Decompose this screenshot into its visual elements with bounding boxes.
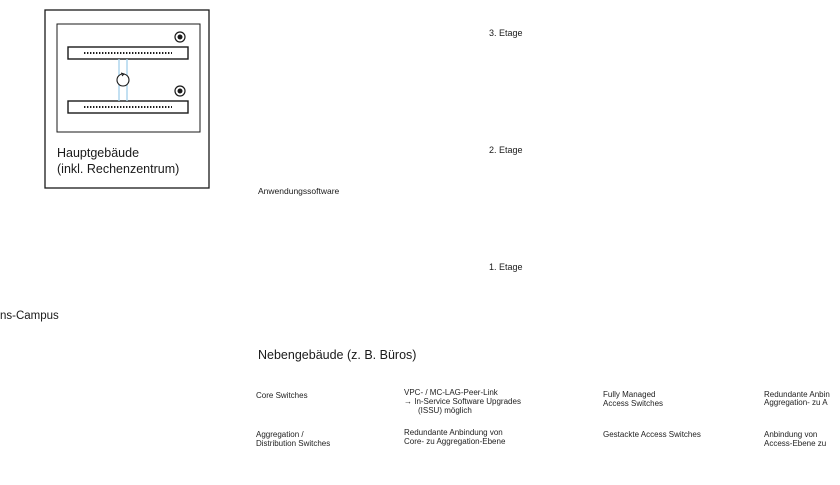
datacenter-rack [56, 23, 201, 133]
side-building-title: Nebengebäude (z. B. Büros) [258, 348, 417, 362]
core-switch-icon [174, 31, 186, 43]
legend-vpc-line1: VPC- / MC-LAG-Peer-Link [404, 388, 498, 397]
legend-stacked: Gestackte Access Switches [603, 430, 701, 439]
legend-redundant-anbin-line1: Redundante Anbin [764, 390, 830, 399]
floor-2-label: 2. Etage [489, 145, 523, 155]
main-building-frame [44, 9, 210, 189]
legend-redundant-core-line2: Core- zu Aggregation-Ebene [404, 437, 506, 446]
software-label: Anwendungssoftware [258, 186, 340, 196]
legend-fully-managed-line2: Access Switches [603, 399, 664, 408]
main-building-subtitle: (inkl. Rechenzentrum) [57, 162, 180, 176]
campus-label: ns-Campus [0, 310, 59, 322]
legend-vpc-line2: → In-Service Software Upgrades [404, 397, 521, 406]
peer-link-icon [116, 59, 130, 101]
core-switch-top [67, 46, 189, 60]
floor-1-label: 1. Etage [489, 262, 523, 272]
legend-vpc-line3: (ISSU) möglich [418, 406, 472, 415]
legend-anbindung-line2: Access-Ebene zu [764, 439, 827, 448]
legend-redundant-core-line1: Redundante Anbindung von [404, 428, 503, 437]
legend-aggregation-line2: Distribution Switches [256, 439, 331, 448]
core-switch-bottom [67, 100, 189, 114]
legend-core-switches: Core Switches [256, 391, 308, 400]
legend-fully-managed-line1: Fully Managed [603, 390, 656, 399]
floor-3-label: 3. Etage [489, 28, 523, 38]
legend-redundant-anbin-line2: Aggregation- zu A [764, 398, 828, 407]
main-building-title: Hauptgebäude [57, 146, 140, 160]
legend-anbindung-line1: Anbindung von [764, 430, 818, 439]
core-switch-icon [174, 85, 186, 97]
legend-aggregation-line1: Aggregation / [256, 430, 304, 439]
